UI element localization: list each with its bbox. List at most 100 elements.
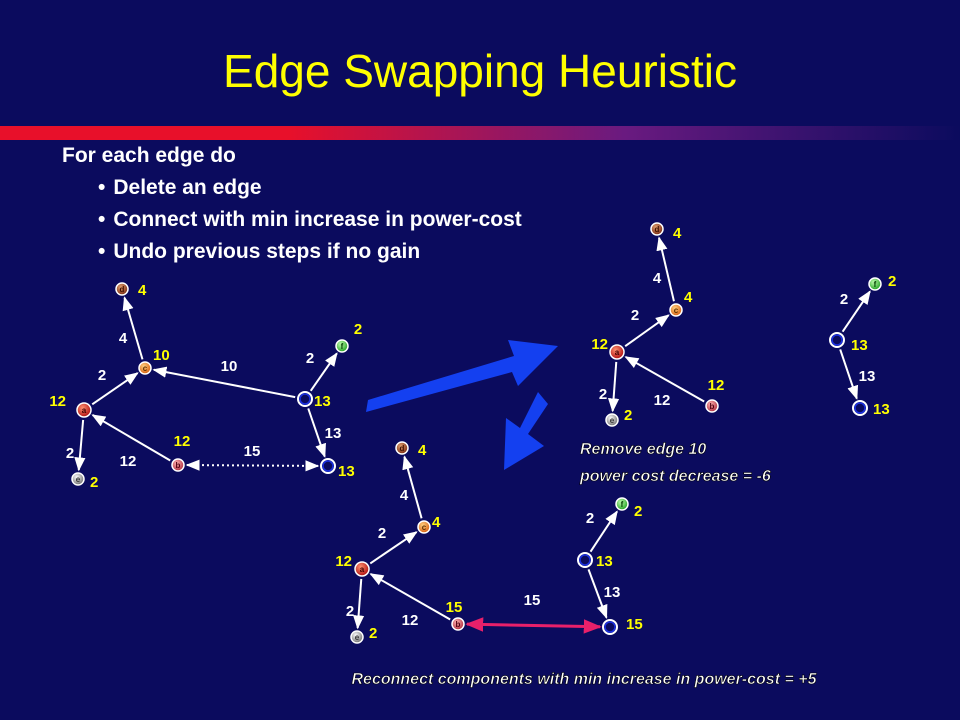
removed_left-edge-b-a <box>624 356 705 403</box>
svg-text:a: a <box>615 348 620 357</box>
svg-text:f: f <box>874 280 877 289</box>
initial-edge-g-f <box>309 352 338 392</box>
step-label: Connect with min increase in power-cost <box>113 208 522 231</box>
reconnected-power-label-a: 12 <box>335 553 352 570</box>
initial-edge-label-g-f: 2 <box>306 350 314 367</box>
right-arrow-icon <box>366 340 558 412</box>
bullet-dot: • <box>98 176 106 199</box>
removed_left-edge-label-c-d: 4 <box>653 270 662 287</box>
svg-text:b: b <box>710 402 715 411</box>
removed_left-power-label-e: 2 <box>624 407 632 424</box>
initial-edge-label-a-e: 2 <box>66 445 74 462</box>
reconnected-node-f: f <box>615 497 629 511</box>
removed_right-node-f: f <box>868 277 882 291</box>
svg-text:f: f <box>341 342 344 351</box>
initial-node-h <box>320 458 336 474</box>
removed_left-edge-label-a-e: 2 <box>599 386 607 403</box>
reconnected-edge-label-a-e: 2 <box>346 603 354 620</box>
initial-node-a: a <box>76 402 92 418</box>
initial-edge-g-h <box>307 408 326 458</box>
reconnect-note: Reconnect components with min increase i… <box>352 671 818 688</box>
reconnected-power-label-f: 2 <box>634 503 642 520</box>
step-item: • Delete an edge <box>98 176 262 200</box>
initial-power-label-b: 12 <box>174 433 191 450</box>
bullet-dot: • <box>98 240 106 263</box>
title-divider-bar <box>0 126 960 140</box>
removed_right-edge-g-h <box>839 349 859 400</box>
removed_left-node-b: b <box>705 399 719 413</box>
reconnected-edge-b-h <box>465 617 602 634</box>
reconnected-edge-g-h <box>587 569 608 619</box>
removed_right-edge-label-g-h: 13 <box>859 368 876 385</box>
reconnected-edge-c-d <box>402 455 423 519</box>
svg-text:b: b <box>176 461 181 470</box>
removed_left-edge-label-a-c: 2 <box>631 307 639 324</box>
reconnected-node-b: b <box>451 617 465 631</box>
removed_right-power-label-g: 13 <box>851 337 868 354</box>
step-item: • Undo previous steps if no gain <box>98 240 420 264</box>
svg-text:a: a <box>82 406 87 415</box>
removed_right-power-label-h: 13 <box>873 401 890 418</box>
initial-node-d: d <box>115 282 129 296</box>
removed_right-node-h <box>852 400 868 416</box>
initial-edge-b-a <box>91 414 171 462</box>
reconnected-edge-a-c <box>369 531 418 565</box>
svg-text:c: c <box>143 364 148 373</box>
step-label: Undo previous steps if no gain <box>113 240 421 263</box>
initial-edge-g-c <box>152 366 296 399</box>
initial-edge-a-c <box>91 372 139 406</box>
reconnected-power-label-h: 15 <box>626 616 643 633</box>
reconnected-edge-label-b-a: 12 <box>402 612 419 629</box>
svg-text:c: c <box>422 523 427 532</box>
reconnected-edge-label-g-f: 2 <box>586 510 594 527</box>
removed_left-power-label-c: 4 <box>684 289 693 306</box>
initial-edge-label-b-h: 15 <box>244 443 261 460</box>
removed_right-power-label-f: 2 <box>888 273 896 290</box>
graph-nodes: d c a e b f d c a e b f d c a e b f <box>71 222 882 644</box>
down-arrow-icon <box>504 392 548 470</box>
step-label: Delete an edge <box>113 176 262 199</box>
initial-node-e: e <box>71 472 85 486</box>
initial-power-label-g: 13 <box>314 393 331 410</box>
svg-text:d: d <box>400 444 405 453</box>
reconnected-power-label-b: 15 <box>446 599 463 616</box>
reconnected-node-d: d <box>395 441 409 455</box>
initial-edge-label-a-c: 2 <box>98 367 106 384</box>
initial-edge-label-c-d: 4 <box>119 330 128 347</box>
initial-node-b: b <box>171 458 185 472</box>
reconnected-node-h <box>602 619 618 635</box>
removed_left-power-label-d: 4 <box>673 225 682 242</box>
removed_right-edge-label-g-f: 2 <box>840 291 848 308</box>
svg-text:d: d <box>655 225 660 234</box>
removed_right-node-g <box>829 332 845 348</box>
initial-edge-label-g-c: 10 <box>221 358 238 375</box>
reconnected-node-g <box>577 552 593 568</box>
initial-node-g <box>297 391 313 407</box>
svg-text:e: e <box>610 416 615 425</box>
reconnected-power-label-e: 2 <box>369 625 377 642</box>
removed_left-edge-a-c <box>624 314 670 348</box>
svg-text:e: e <box>76 475 81 484</box>
slide-title: Edge Swapping Heuristic <box>223 45 737 97</box>
initial-power-label-c: 10 <box>153 347 170 364</box>
reconnected-node-a: a <box>354 561 370 577</box>
reconnected-edge-label-a-c: 2 <box>378 525 386 542</box>
initial-edge-c-d <box>122 296 144 360</box>
reconnected-edge-label-c-d: 4 <box>400 487 409 504</box>
reconnected-edge-b-a <box>369 573 451 621</box>
svg-text:e: e <box>355 633 360 642</box>
svg-text:c: c <box>674 306 679 315</box>
initial-edge-b-h <box>185 459 320 472</box>
removed_left-node-c: c <box>669 303 683 317</box>
svg-text:b: b <box>456 620 461 629</box>
initial-edge-a-e <box>74 419 86 472</box>
removed_left-edge-c-d <box>656 236 675 302</box>
reconnected-edge-g-f <box>589 510 618 553</box>
svg-text:f: f <box>621 500 624 509</box>
step-item: •Connect with min increase in power-cost <box>98 208 522 232</box>
reconnected-edge-a-e <box>352 578 365 630</box>
remove-edge-note: Remove edge 10 <box>580 441 706 458</box>
initial-power-label-d: 4 <box>138 282 147 299</box>
